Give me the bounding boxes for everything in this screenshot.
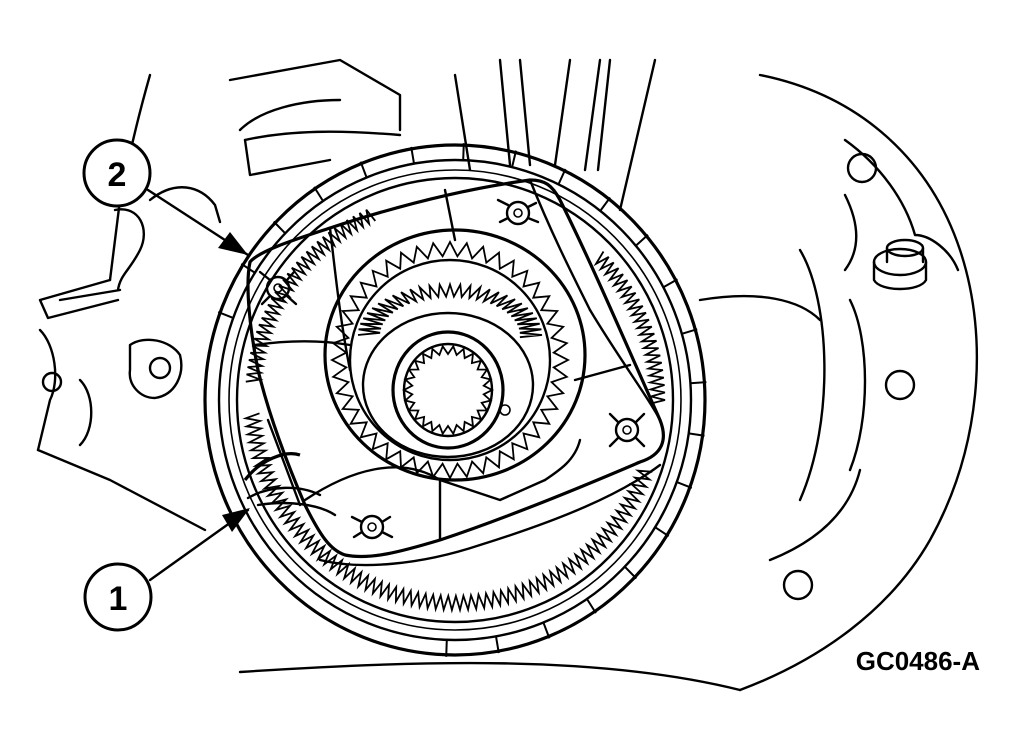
callout-1-label: 1 <box>109 580 128 618</box>
drum-lugs <box>217 143 707 657</box>
drum-lug <box>495 636 500 654</box>
drum-lug <box>586 598 597 614</box>
drum-lug <box>599 196 611 212</box>
callout-1-circle <box>83 562 153 632</box>
planet-pin-top <box>496 198 540 226</box>
ring-gear-teeth <box>242 209 666 614</box>
snap-ring <box>243 452 337 517</box>
hub-inner-tooth-ring <box>357 281 543 339</box>
drum-lug <box>359 161 368 178</box>
case-stud <box>872 238 928 291</box>
callout-1-arrowhead <box>222 508 250 532</box>
hub-outer-teeth <box>330 240 570 480</box>
planet-pin-right <box>608 412 646 448</box>
case-bolt-holes <box>782 152 916 601</box>
ring-gear-tooth-arc-right <box>593 251 666 405</box>
drum-lug <box>690 381 707 385</box>
callout-2: 2 <box>82 138 250 257</box>
drum-lug <box>681 328 698 335</box>
shaft-splines <box>402 344 494 436</box>
callout-2-label: 2 <box>108 156 127 194</box>
drum-lug <box>272 220 286 234</box>
drum-lug <box>445 639 448 657</box>
drum-lug <box>557 168 567 185</box>
planet-pin-left <box>258 270 298 306</box>
clutch-drum <box>203 143 707 657</box>
drum-lug <box>624 566 638 580</box>
drum-lug <box>410 146 415 164</box>
callout-1: 1 <box>83 508 250 632</box>
figure-reference-code: GC0486-A <box>856 646 980 676</box>
drum-lug <box>511 150 517 168</box>
callout-2-circle <box>82 138 152 208</box>
spline-tooth-ring <box>402 344 494 436</box>
drum-lug <box>676 481 693 489</box>
planet-pin-bottom <box>350 514 394 540</box>
sun-gear-hub <box>323 228 587 482</box>
hub-outer-tooth-ring <box>330 240 570 480</box>
drum-lug <box>688 432 705 437</box>
drum-lug <box>217 311 234 319</box>
transmission-case <box>36 58 979 692</box>
drum-lug <box>635 234 649 247</box>
drum-lug <box>662 278 678 289</box>
drum-lug <box>654 526 670 538</box>
ring-gear-tooth-arc-lower <box>242 412 653 614</box>
drum-lug <box>462 143 465 161</box>
drum-lug <box>542 622 551 639</box>
hub-inner-teeth <box>357 281 543 339</box>
drum-lug <box>313 186 324 202</box>
planet-pins <box>258 198 646 540</box>
callout-2-arrowhead <box>218 232 248 255</box>
planet-carrier <box>246 178 665 567</box>
